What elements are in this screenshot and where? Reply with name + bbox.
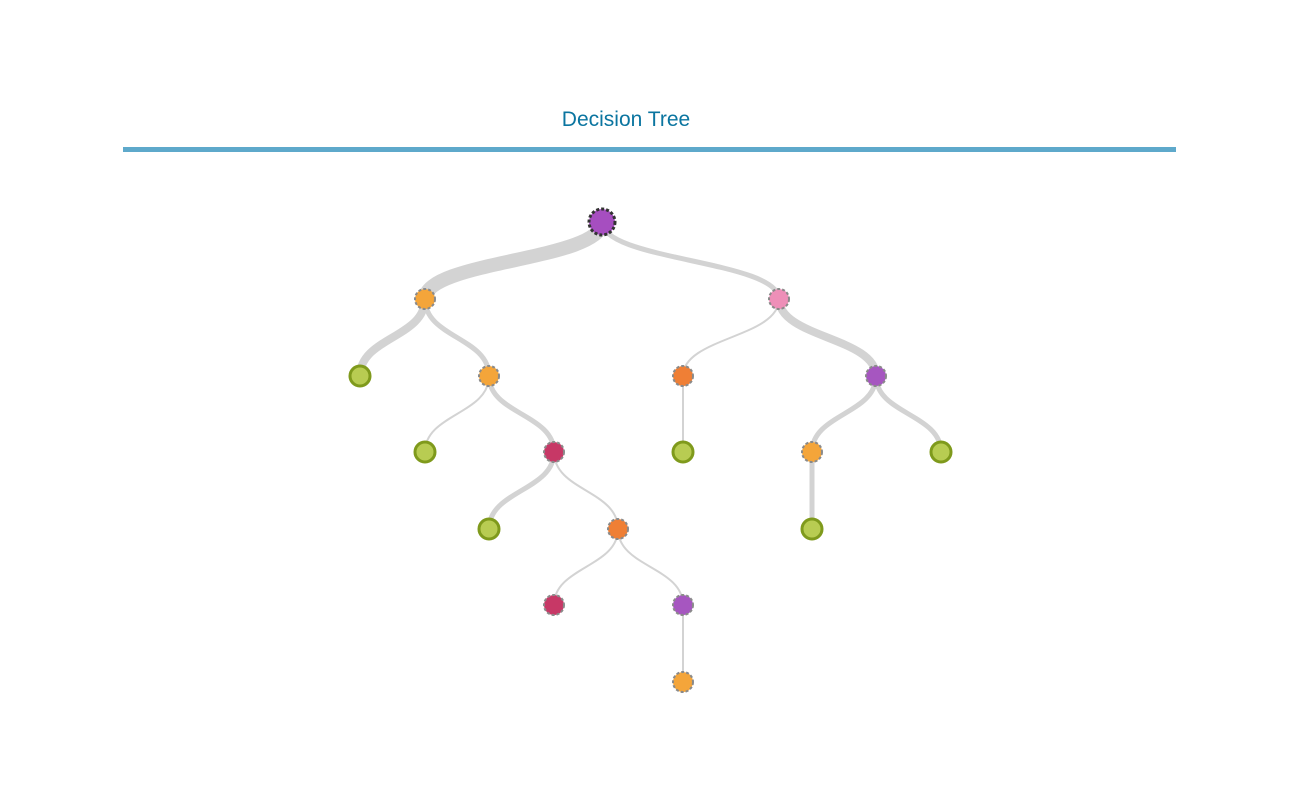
tree-link-n1 [418,215,609,306]
decision-node[interactable] [414,288,436,310]
tree-link-n2b [775,295,880,380]
title-underline [123,147,1176,152]
decision-node[interactable] [672,365,694,387]
decision-node[interactable] [543,594,565,616]
root-node[interactable] [587,207,617,237]
tree-link-n1b2b2 [617,528,684,606]
decision-node[interactable] [801,441,823,463]
decision-node[interactable] [672,594,694,616]
tree-link-n1b2 [486,373,557,455]
tree-link-n1b [422,296,492,379]
decision-node[interactable] [672,671,694,693]
tree-link-n2a [682,298,780,377]
tree-nodes [348,207,953,693]
decision-node[interactable] [768,288,790,310]
tree-link-n2 [599,219,782,302]
leaf-node[interactable] [477,517,501,541]
tree-link-n1b1 [424,375,490,453]
decision-node[interactable] [607,518,629,540]
tree-link-n2b1 [809,373,879,455]
tree-links [356,215,944,683]
tree-link-n1b2b1 [553,528,619,606]
leaf-node[interactable] [671,440,695,464]
tree-link-n2b2 [873,373,944,455]
leaf-node[interactable] [929,440,953,464]
leaf-node[interactable] [348,364,372,388]
decision-node[interactable] [478,365,500,387]
tree-link-n1a [356,295,429,380]
diagram-title: Decision Tree [561,108,691,131]
tree-link-n1b2a [486,449,557,532]
decision-node[interactable] [543,441,565,463]
leaf-node[interactable] [800,517,824,541]
leaf-node[interactable] [413,440,437,464]
decision-node[interactable] [865,365,887,387]
tree-link-n1b2b [553,451,619,530]
